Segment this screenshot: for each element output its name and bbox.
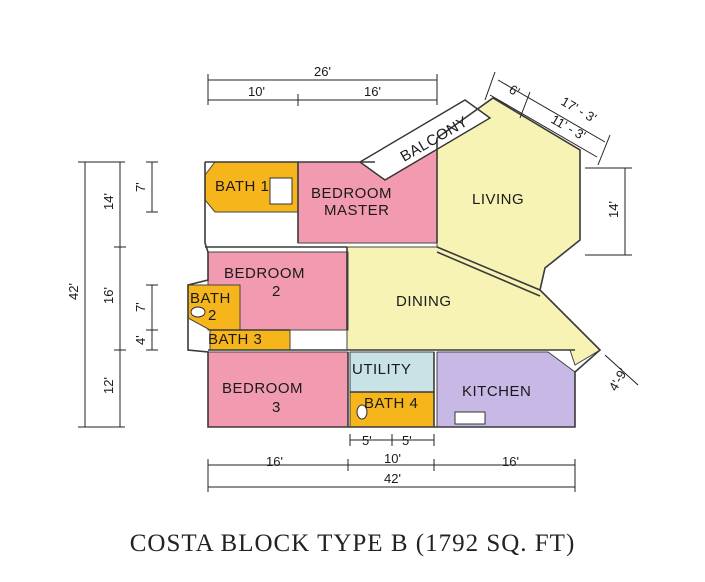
balcony — [358, 99, 492, 181]
dining-label: DINING — [396, 293, 452, 310]
dim-left-total: 42' — [66, 283, 81, 300]
dim-bottom-total: 42' — [384, 471, 401, 486]
bedroom-master-label: BEDROOM — [311, 185, 392, 202]
bedroom-master-label-2: MASTER — [324, 202, 390, 219]
dim-right-14: 14' — [606, 201, 621, 218]
utility-label: UTILITY — [352, 361, 411, 378]
utility-room — [349, 351, 435, 393]
dim-right-4-9: 4'-9' — [606, 365, 631, 393]
bath1-label: BATH 1 — [215, 178, 269, 195]
dimension-lines — [78, 71, 639, 492]
living-label: LIVING — [472, 191, 524, 208]
dim-left-4: 4' — [133, 335, 148, 345]
stove-fixture — [454, 411, 486, 425]
walls — [187, 97, 602, 428]
bath2-label: BATH — [190, 290, 231, 307]
dim-top-right: 16' — [364, 84, 381, 99]
kitchen-label: KITCHEN — [462, 383, 531, 400]
dim-left-7b: 7' — [133, 302, 148, 312]
dim-top-total: 26' — [314, 64, 331, 79]
bathtub-fixture — [269, 177, 293, 205]
dim-bottom-5b: 5' — [402, 433, 412, 448]
bedroom-3 — [207, 351, 349, 428]
bedroom2-label-2: 2 — [272, 283, 281, 300]
plan-caption: COSTA BLOCK TYPE B (1792 SQ. FT) — [129, 530, 576, 557]
dim-diag-a: 6' — [507, 82, 523, 100]
dim-bottom-16b: 16' — [502, 454, 519, 469]
bedroom3-label: BEDROOM — [222, 380, 303, 397]
dim-left-7a: 7' — [133, 182, 148, 192]
dim-bottom-5a: 5' — [362, 433, 372, 448]
bath2-label-2: 2 — [208, 307, 217, 324]
dim-left-14: 14' — [101, 193, 116, 210]
dim-top-left: 10' — [248, 84, 265, 99]
dim-bottom-10: 10' — [384, 451, 401, 466]
dim-left-12: 12' — [101, 377, 116, 394]
dim-left-16: 16' — [101, 287, 116, 304]
dim-bottom-16a: 16' — [266, 454, 283, 469]
bath4-label: BATH 4 — [364, 395, 418, 412]
toilet-fixture — [356, 404, 368, 420]
bedroom2-label: BEDROOM — [224, 265, 305, 282]
toilet-fixture — [190, 306, 206, 318]
bedroom3-label-2: 3 — [272, 399, 281, 416]
bath3-label: BATH 3 — [208, 331, 262, 348]
